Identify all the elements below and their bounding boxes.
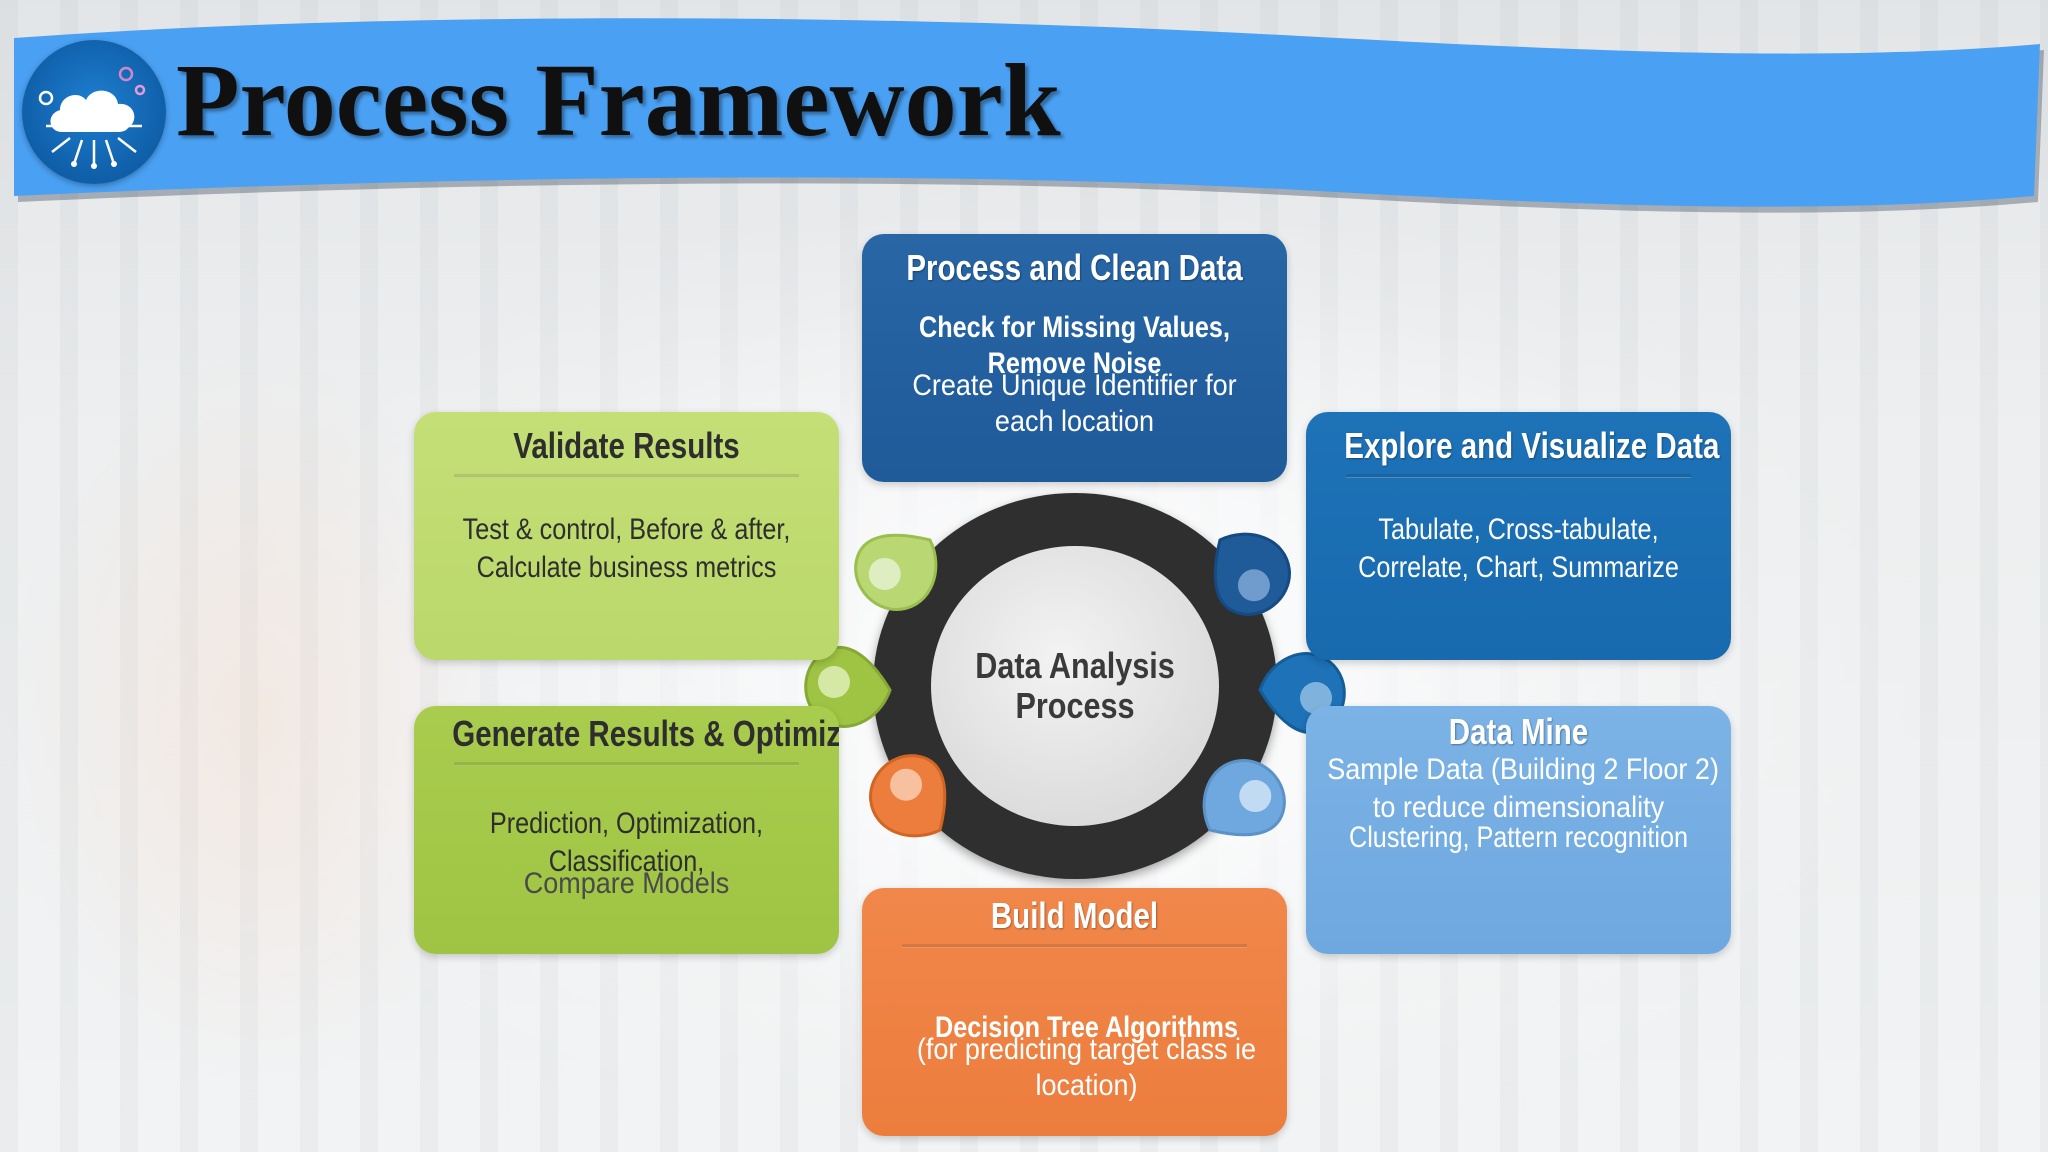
step-card-build-model: Build Model Decision Tree Algorithms (fo… [862,888,1287,1136]
center-label: Data Analysis Process [965,646,1186,726]
step-title: Process and Clean Data [906,247,1243,288]
step-card-process-clean: Process and Clean Data Check for Missing… [862,234,1287,482]
step-title: Data Mine [1448,711,1589,752]
step-card-validate-results: Validate Results Test & control, Before … [414,412,839,660]
step-card-explore-visualize: Explore and Visualize Data Tabulate, Cro… [1306,412,1731,660]
center-label-line2: Process [1015,685,1135,726]
title-divider [902,944,1247,948]
step-title: Generate Results & Optimize [452,713,839,754]
step-card-data-mine: Data Mine Sample Data (Building 2 Floor … [1306,706,1731,954]
step-detail: Remove Noise [987,347,1162,380]
step-title: Explore and Visualize Data [1344,425,1720,466]
step-detail: Classification, [548,845,705,878]
step-detail: Decision Tree Algorithms [935,1011,1238,1044]
step-title: Build Model [990,895,1159,936]
step-detail: location) [1035,1069,1138,1102]
title-divider [454,762,799,766]
step-detail: Test & control, Before & after, [462,513,791,546]
step-detail: Create Unique Identifier for [912,369,1237,402]
center-label-line1: Data Analysis [975,645,1175,686]
step-card-generate-optimize: Generate Results & Optimize Prediction, … [414,706,839,954]
step-detail: Calculate business metrics [476,551,777,584]
center-hub: Data Analysis Process [931,546,1219,826]
step-title: Validate Results [513,425,740,466]
step-detail: Correlate, Chart, Summarize [1358,551,1679,584]
step-detail: Tabulate, Cross-tabulate, [1378,513,1659,546]
title-banner [14,18,2044,213]
step-detail: to reduce dimensionality [1372,791,1665,824]
cloud-circuit-icon [22,40,166,184]
step-detail: (for predicting target class ie [916,1033,1257,1066]
step-detail: Sample Data (Building 2 Floor 2) [1327,753,1719,786]
title-divider [1346,474,1691,478]
step-detail: Prediction, Optimization, [489,807,764,840]
page-title: Process Framework [176,43,1061,158]
step-detail: Clustering, Pattern recognition [1349,821,1688,854]
step-detail: each location [994,405,1155,438]
step-detail: Check for Missing Values, [919,311,1230,344]
title-divider [454,474,799,478]
step-detail: Compare Models [523,867,730,900]
